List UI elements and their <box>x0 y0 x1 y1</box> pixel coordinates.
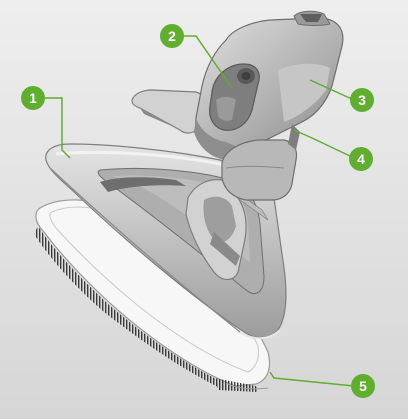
callout-5: 5 <box>351 374 375 398</box>
callout-label: 1 <box>29 90 37 106</box>
callout-label: 4 <box>357 151 365 167</box>
callout-label: 5 <box>359 378 367 394</box>
callout-label: 3 <box>358 92 366 108</box>
callout-1: 1 <box>21 86 45 110</box>
callout-4: 4 <box>349 147 373 171</box>
callout-label: 2 <box>168 28 176 44</box>
callout-2: 2 <box>160 24 184 48</box>
callout-3: 3 <box>350 88 374 112</box>
